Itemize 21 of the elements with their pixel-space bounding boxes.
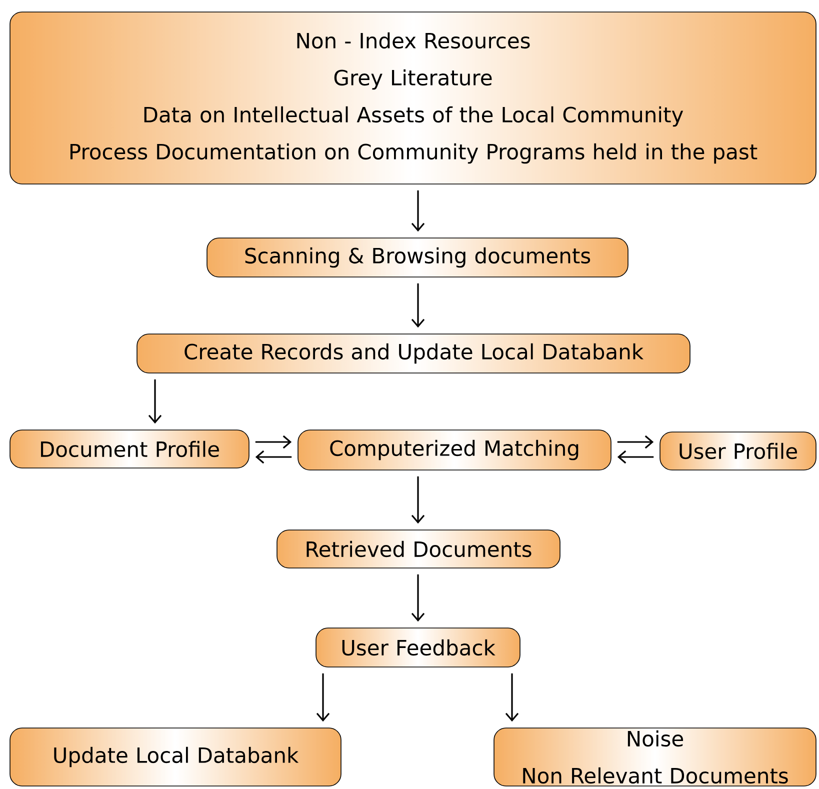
process-box: Noise Non Relevant Documents bbox=[494, 728, 816, 786]
arrow bbox=[255, 450, 292, 464]
process-box: Scanning & Browsing documents bbox=[206, 238, 628, 278]
process-box: Retrieved Documents bbox=[276, 530, 560, 568]
arrow bbox=[411, 190, 425, 232]
process-box: Non - Index Resources Grey Literature Data on Intellectual Assets of the Local Community Process Documentation on Community Programs held in the past bbox=[10, 12, 816, 184]
arrow bbox=[411, 574, 425, 622]
process-box: User Feedback bbox=[316, 628, 520, 668]
arrow bbox=[411, 283, 425, 328]
process-box: Create Records and Update Local Databank bbox=[136, 334, 690, 374]
arrow bbox=[411, 476, 425, 524]
process-box: Computerized Matching bbox=[298, 430, 612, 470]
arrow bbox=[617, 435, 654, 449]
arrow bbox=[505, 673, 519, 722]
arrow bbox=[148, 379, 162, 424]
arrow bbox=[617, 450, 654, 464]
process-box: Update Local Databank bbox=[10, 728, 342, 786]
arrow bbox=[255, 435, 292, 449]
process-box: User Profile bbox=[660, 432, 816, 470]
arrow bbox=[316, 673, 330, 722]
process-box: Document Profile bbox=[10, 430, 250, 468]
